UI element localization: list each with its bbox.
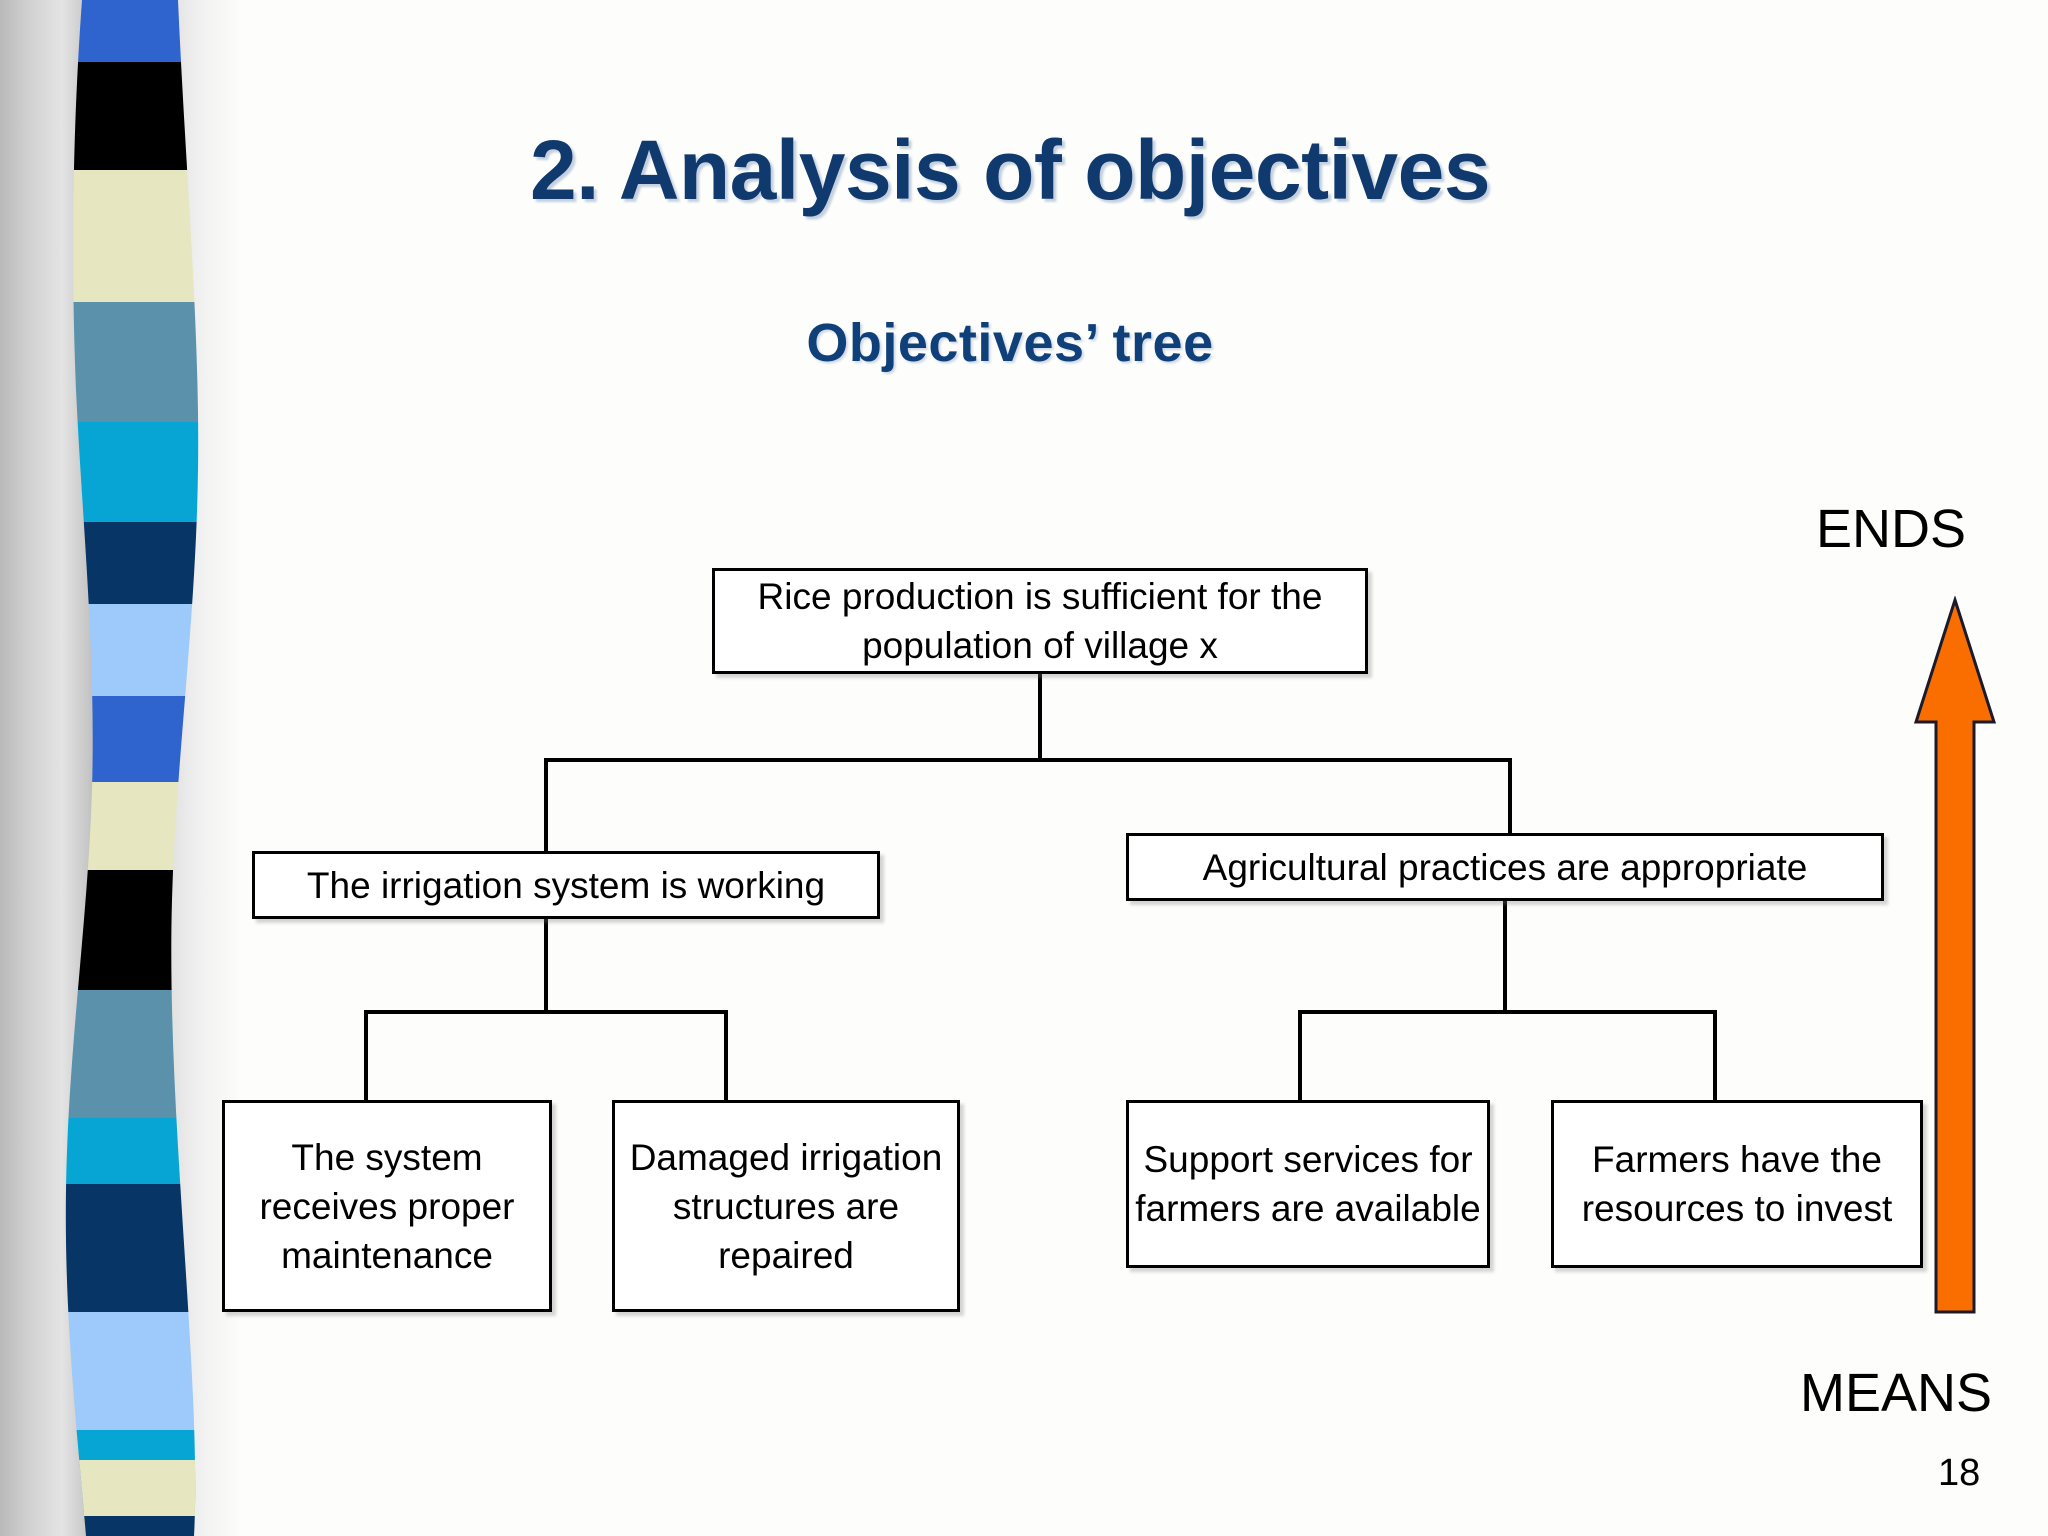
- tree-node-agriculture-label: Agricultural practices are appropriate: [1202, 846, 1808, 888]
- ends-label: ENDS: [1816, 499, 1967, 559]
- tree-node-support-label: Support services for farmers are availab…: [1135, 1139, 1481, 1229]
- tree-node-resources[interactable]: Farmers have the resources to invest: [1551, 1100, 1923, 1268]
- tree-node-resources-label: Farmers have the resources to invest: [1581, 1139, 1893, 1229]
- tree-node-maintenance[interactable]: The system receives proper maintenance: [222, 1100, 552, 1312]
- page-subtitle: Objectives’ tree: [806, 313, 1214, 373]
- tree-node-root[interactable]: Rice production is sufficient for the po…: [712, 568, 1368, 674]
- tree-node-repairs[interactable]: Damaged irrigation structures are repair…: [612, 1100, 960, 1312]
- page-title: 2. Analysis of objectives: [529, 123, 1491, 217]
- means-label: MEANS: [1800, 1363, 1993, 1423]
- tree-node-support[interactable]: Support services for farmers are availab…: [1126, 1100, 1490, 1268]
- up-arrow-icon: [1900, 595, 2010, 1316]
- tree-node-root-label: Rice production is sufficient for the po…: [757, 576, 1323, 666]
- tree-node-irrigation-label: The irrigation system is working: [306, 864, 826, 906]
- decorative-stripe-band: [0, 0, 245, 1536]
- tree-node-agriculture[interactable]: Agricultural practices are appropriate: [1126, 833, 1884, 901]
- slide-number: 18: [1938, 1452, 1981, 1494]
- tree-node-irrigation[interactable]: The irrigation system is working: [252, 851, 880, 919]
- tree-node-maintenance-label: The system receives proper maintenance: [259, 1136, 515, 1276]
- tree-node-repairs-label: Damaged irrigation structures are repair…: [629, 1136, 943, 1276]
